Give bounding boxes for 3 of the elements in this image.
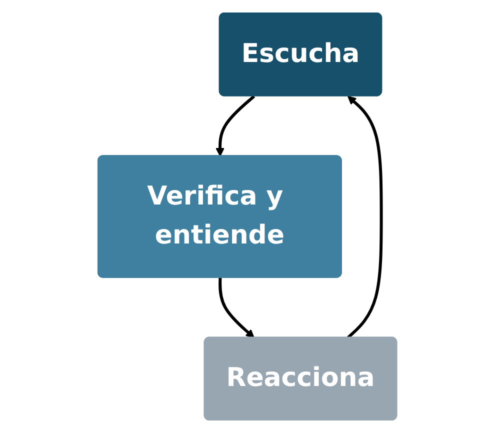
arrow: [346, 96, 382, 339]
arrow: [215, 95, 255, 157]
arrow: [218, 278, 254, 338]
